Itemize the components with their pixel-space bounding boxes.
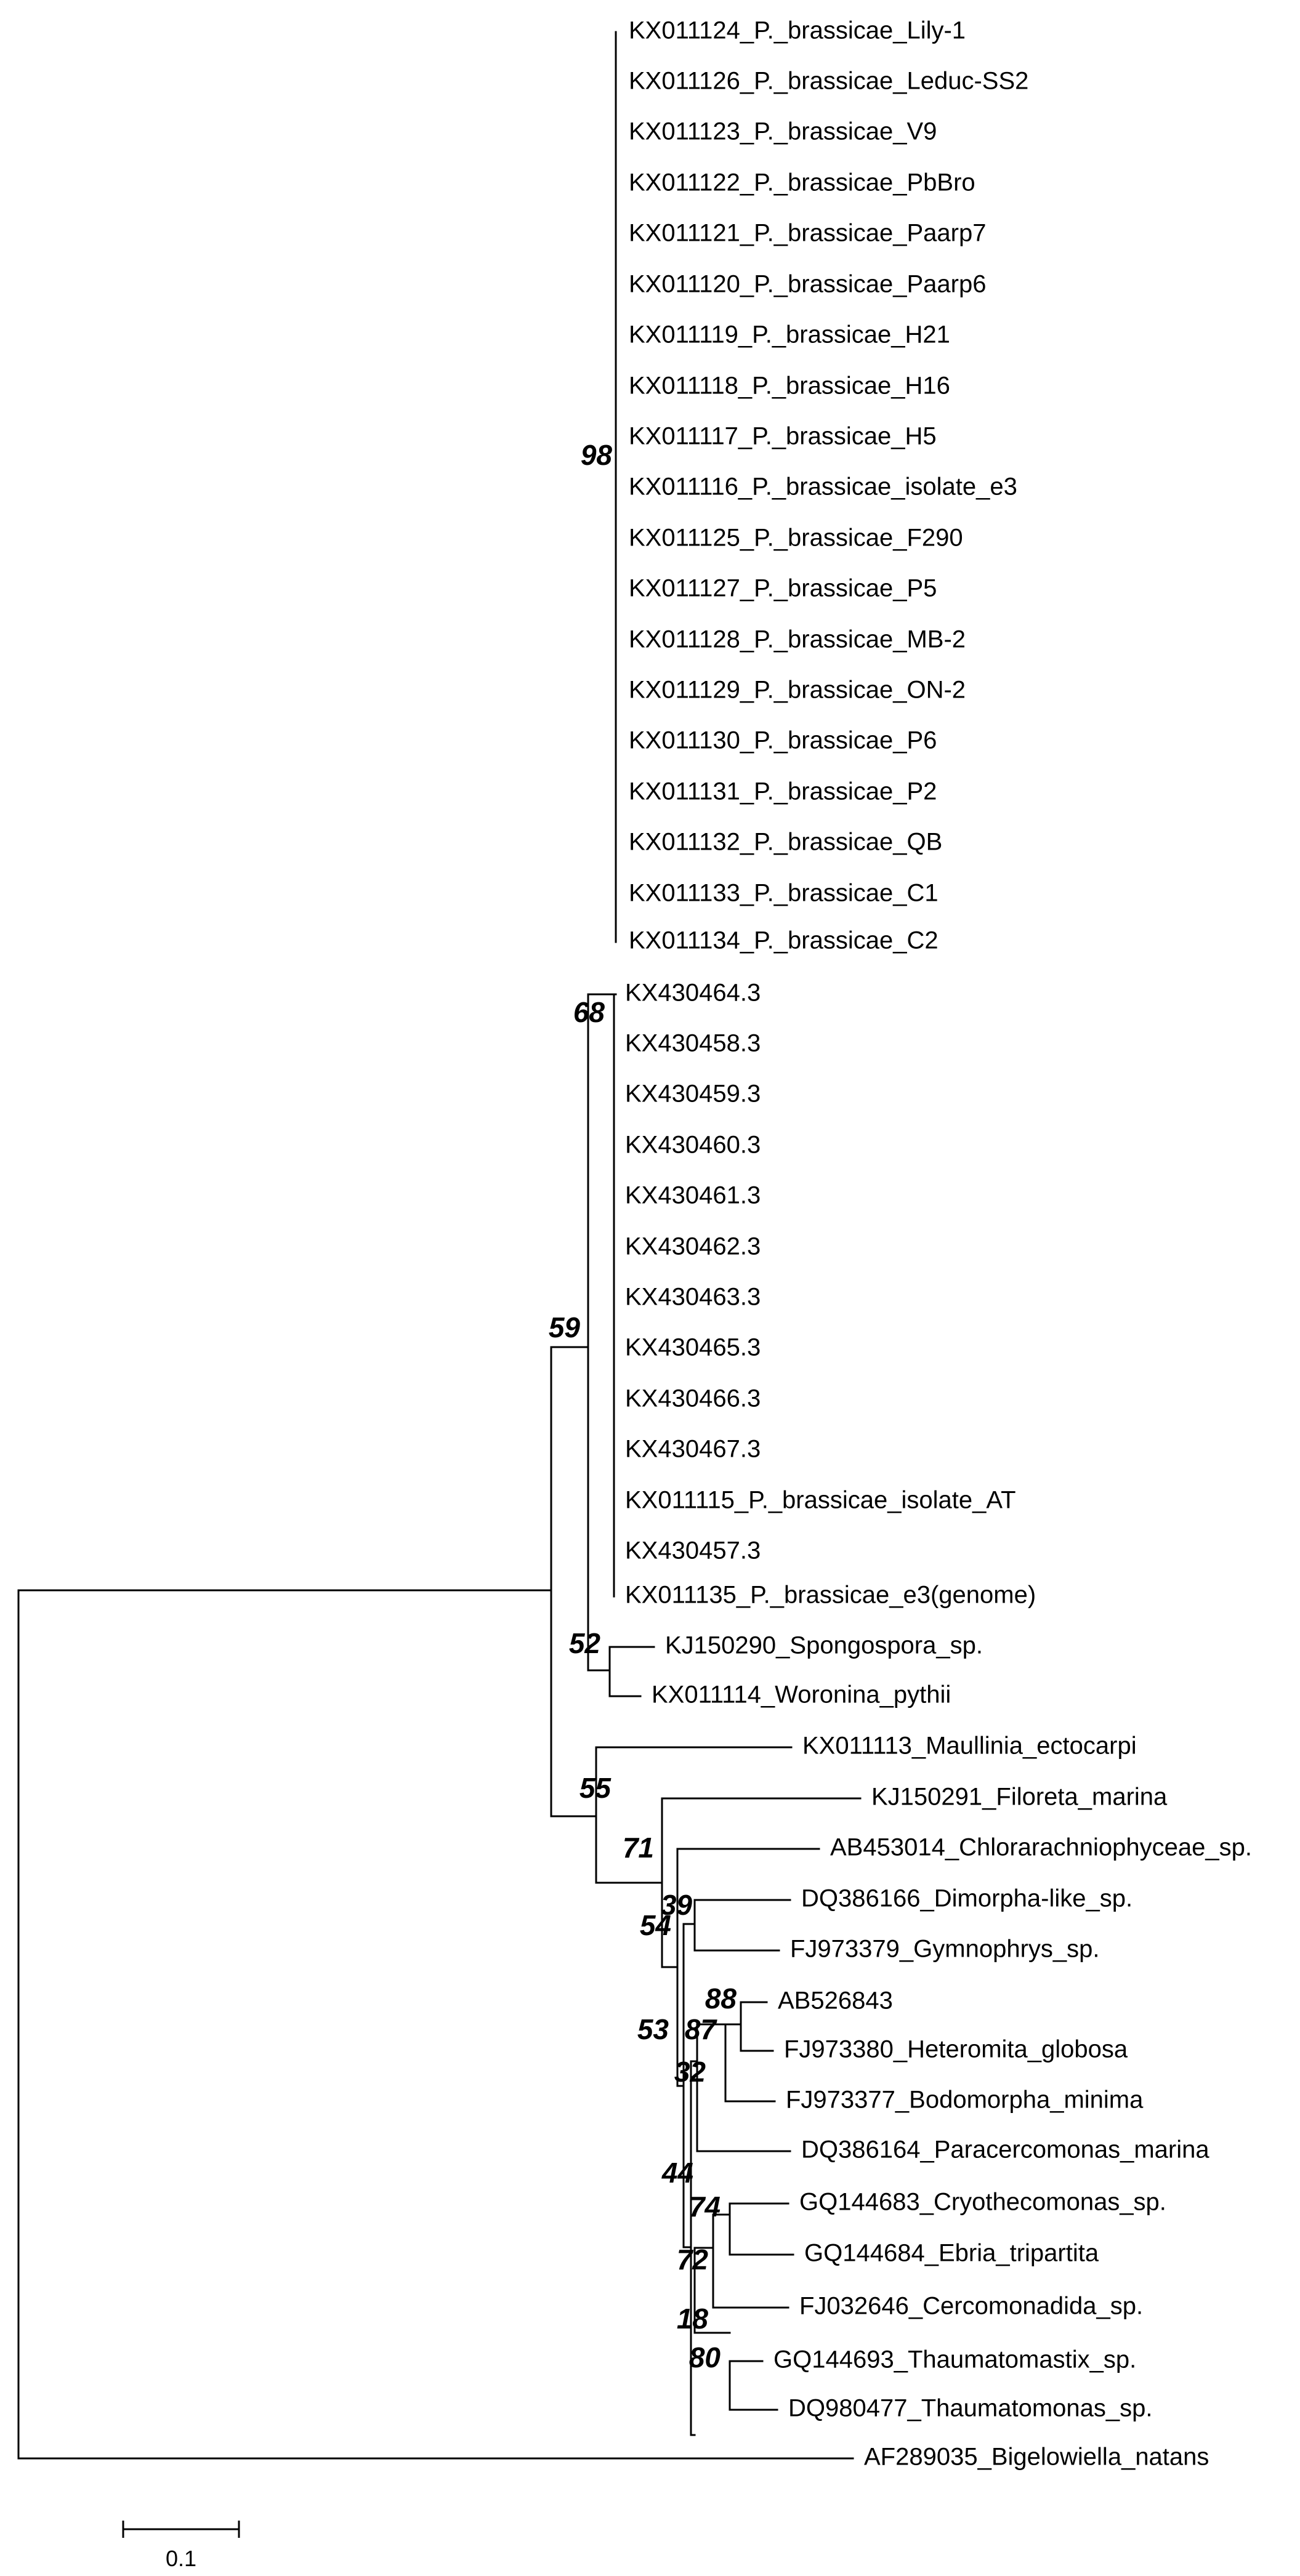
leaf-label: KX011123_P._brassicae_V9 xyxy=(629,118,937,145)
leaf-label: KX430458.3 xyxy=(625,1030,761,1057)
leaf-label: KX430461.3 xyxy=(625,1182,761,1209)
scale-bar-label: 0.1 xyxy=(166,2546,196,2571)
leaf-label: KJ150291_Filoreta_marina xyxy=(871,1784,1168,1811)
leaf-label: AB453014_Chlorarachniophyceae_sp. xyxy=(830,1834,1252,1861)
leaf-label: KX430462.3 xyxy=(625,1233,761,1260)
bootstrap-support-value: 54 xyxy=(640,1909,671,1941)
leaf-label: KX011130_P._brassicae_P6 xyxy=(629,727,937,754)
leaf-label: KX011131_P._brassicae_P2 xyxy=(629,778,937,805)
leaf-label: KX011119_P._brassicae_H21 xyxy=(629,321,950,348)
leaf-label: KX430460.3 xyxy=(625,1132,761,1159)
leaf-label: GQ144684_Ebria_tripartita xyxy=(804,2240,1099,2267)
leaf-label: GQ144683_Cryothecomonas_sp. xyxy=(799,2189,1166,2216)
leaf-label: FJ973377_Bodomorpha_minima xyxy=(786,2087,1144,2114)
bootstrap-support-value: 39 xyxy=(661,1889,693,1921)
leaf-label: FJ032646_Cercomonadida_sp. xyxy=(799,2293,1143,2320)
leaf-label: AF289035_Bigelowiella_natans xyxy=(864,2444,1209,2471)
leaf-label: KX430464.3 xyxy=(625,980,761,1007)
leaf-label: KX011132_P._brassicae_QB xyxy=(629,829,942,856)
bootstrap-support-value: 32 xyxy=(674,2056,706,2088)
bootstrap-support-value: 72 xyxy=(677,2244,709,2276)
leaf-label: KX430466.3 xyxy=(625,1385,761,1412)
leaf-label: KX430459.3 xyxy=(625,1081,761,1108)
bootstrap-support-value: 55 xyxy=(579,1772,612,1804)
leaf-label: DQ386164_Paracercomonas_marina xyxy=(801,2136,1209,2163)
leaf-label: FJ973380_Heteromita_globosa xyxy=(784,2036,1128,2063)
leaf-label: AB526843 xyxy=(778,1987,893,2015)
bootstrap-support-value: 68 xyxy=(573,996,605,1028)
leaf-label: KX011128_P._brassicae_MB-2 xyxy=(629,626,966,653)
bootstrap-support-value: 80 xyxy=(689,2341,721,2373)
leaf-label: KX011117_P._brassicae_H5 xyxy=(629,423,937,450)
bootstrap-support-value: 52 xyxy=(569,1627,601,1659)
leaf-label: KX011122_P._brassicae_PbBro xyxy=(629,169,975,196)
leaf-label: FJ973379_Gymnophrys_sp. xyxy=(790,1936,1100,1963)
leaf-label: KX011118_P._brassicae_H16 xyxy=(629,372,950,400)
leaf-label: KX011124_P._brassicae_Lily-1 xyxy=(629,17,966,44)
tree-branches xyxy=(17,31,862,2460)
leaf-label: KX011135_P._brassicae_e3(genome) xyxy=(625,1582,1036,1609)
leaf-label: KX011127_P._brassicae_P5 xyxy=(629,575,937,602)
leaf-label: KX011133_P._brassicae_C1 xyxy=(629,880,939,907)
leaf-label: KJ150290_Spongospora_sp. xyxy=(665,1632,983,1659)
leaf-label: KX430463.3 xyxy=(625,1284,761,1311)
leaf-label: KX430467.3 xyxy=(625,1436,761,1463)
bootstrap-support-value: 87 xyxy=(685,2013,718,2045)
leaf-label: KX011126_P._brassicae_Leduc-SS2 xyxy=(629,68,1028,95)
bootstrap-support-value: 18 xyxy=(677,2303,709,2335)
scale-bar: 0.1 xyxy=(122,2521,240,2571)
leaf-labels: KX011124_P._brassicae_Lily-1KX011126_P._… xyxy=(625,17,1252,2471)
leaf-label: KX011114_Woronina_pythii xyxy=(652,1681,951,1709)
leaf-label: GQ144693_Thaumatomastix_sp. xyxy=(773,2346,1136,2373)
leaf-label: DQ980477_Thaumatomonas_sp. xyxy=(788,2395,1152,2422)
leaf-label: DQ386166_Dimorpha-like_sp. xyxy=(801,1885,1132,1912)
bootstrap-support-value: 59 xyxy=(549,1311,581,1343)
leaf-label: KX011121_P._brassicae_Paarp7 xyxy=(629,220,986,247)
leaf-label: KX011120_P._brassicae_Paarp6 xyxy=(629,271,986,298)
bootstrap-support-value: 71 xyxy=(623,1832,654,1864)
leaf-label: KX011125_P._brassicae_F290 xyxy=(629,525,963,552)
bootstrap-support-value: 44 xyxy=(661,2157,693,2189)
leaf-label: KX011115_P._brassicae_isolate_AT xyxy=(625,1487,1016,1514)
leaf-label: KX011116_P._brassicae_isolate_e3 xyxy=(629,473,1017,501)
leaf-label: KX011134_P._brassicae_C2 xyxy=(629,927,939,954)
leaf-label: KX430457.3 xyxy=(625,1537,761,1564)
bootstrap-support-value: 74 xyxy=(689,2191,721,2223)
leaf-label: KX011113_Maullinia_ectocarpi xyxy=(802,1733,1137,1760)
bootstrap-support-value: 53 xyxy=(637,2013,669,2045)
bootstrap-support-value: 98 xyxy=(581,439,613,471)
leaf-label: KX011129_P._brassicae_ON-2 xyxy=(629,677,966,704)
leaf-label: KX430465.3 xyxy=(625,1334,761,1361)
bootstrap-support-value: 88 xyxy=(705,1982,737,2015)
